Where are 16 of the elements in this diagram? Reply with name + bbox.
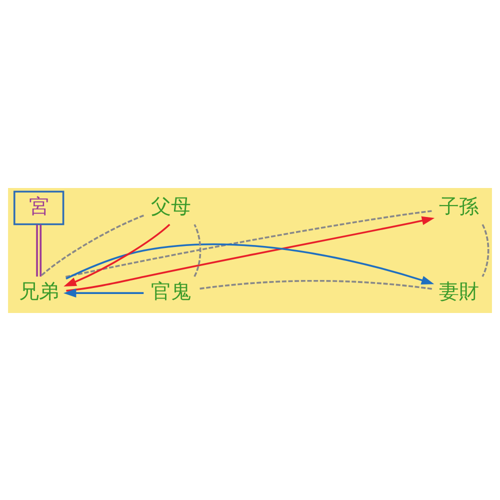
node-text: 子孫 <box>439 194 480 218</box>
connector <box>65 210 432 278</box>
connector <box>40 214 144 277</box>
arrow <box>63 288 144 298</box>
arrow <box>66 216 435 292</box>
connector <box>194 224 202 276</box>
node-text: 父母 <box>151 194 192 218</box>
arrow <box>64 223 170 286</box>
connector <box>482 224 490 276</box>
node-text: 妻財 <box>439 280 480 303</box>
connector <box>36 224 42 276</box>
node-box: 宮 <box>13 190 64 225</box>
connector <box>198 279 432 290</box>
node-text: 兄弟 <box>18 280 59 303</box>
arrow <box>66 242 434 284</box>
node-text: 官鬼 <box>151 280 192 303</box>
